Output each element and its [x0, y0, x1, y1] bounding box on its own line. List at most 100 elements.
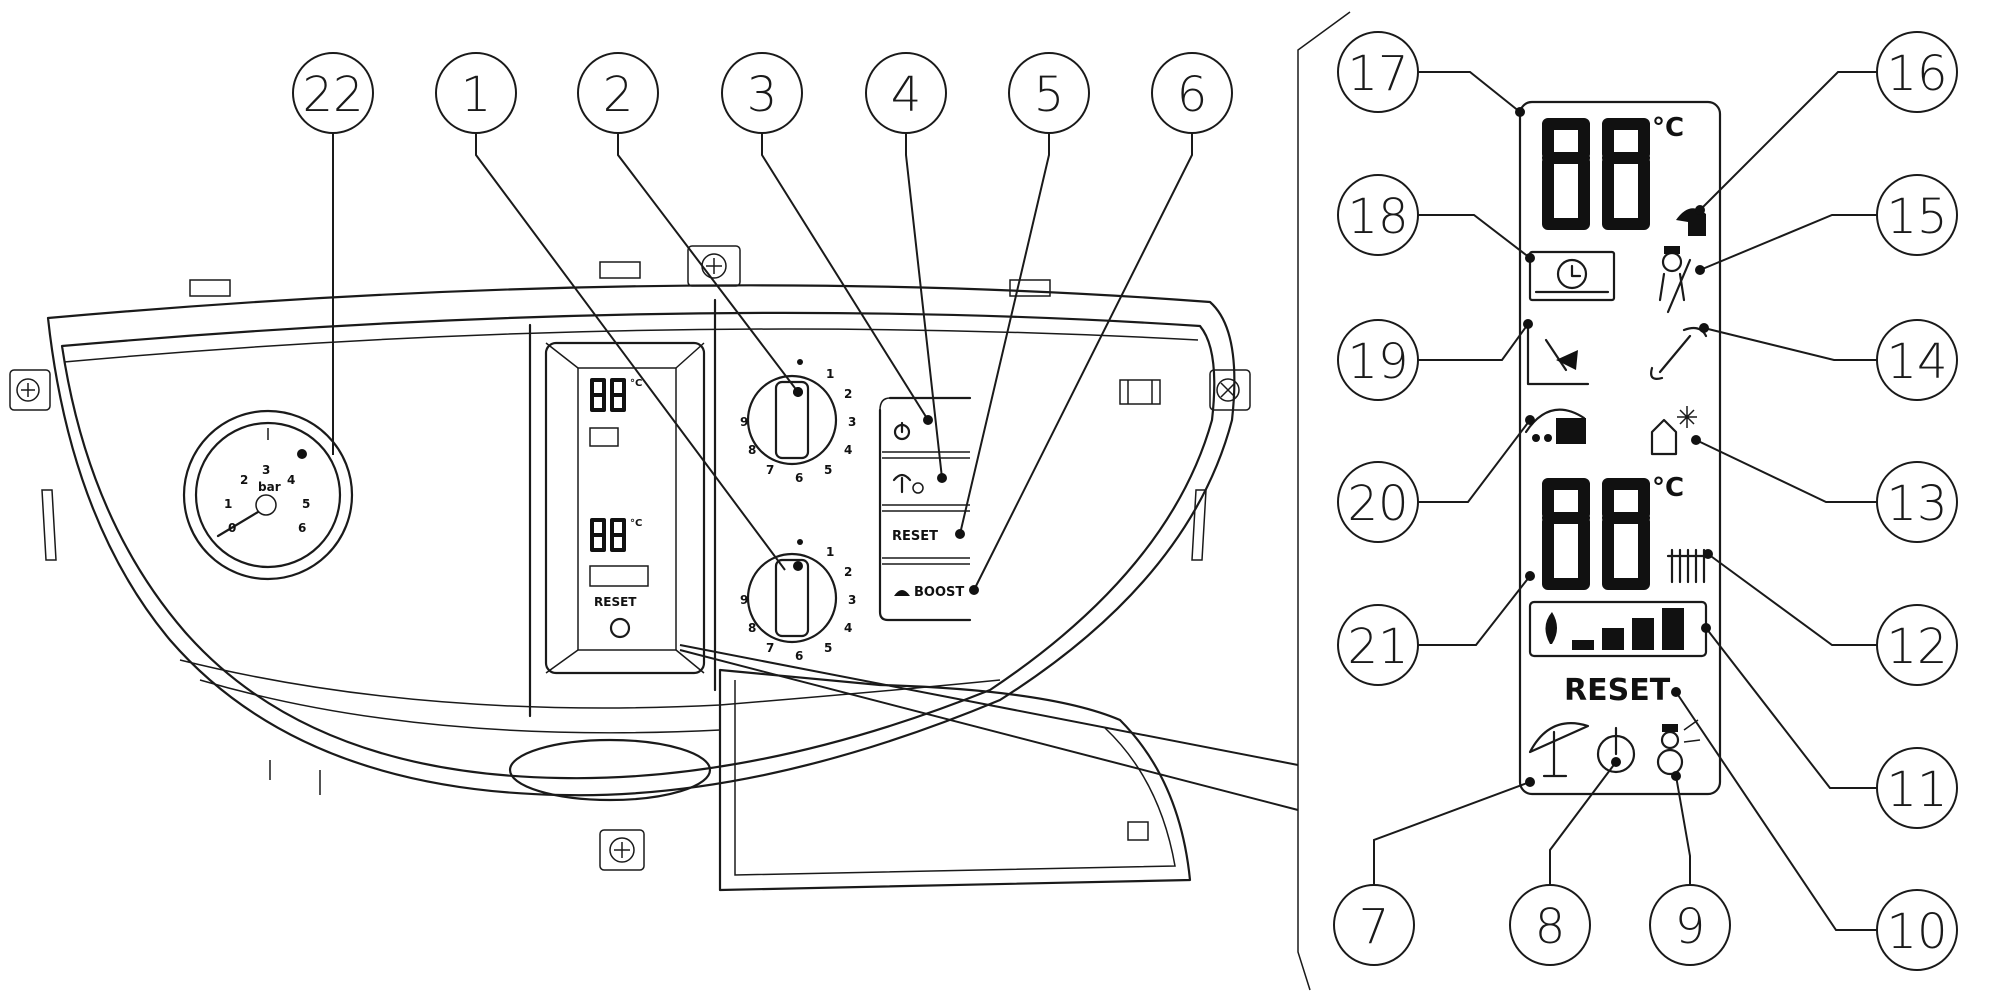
knob1-tick-3: 3 — [848, 415, 856, 429]
reset-button[interactable]: RESET — [892, 529, 938, 544]
mini-reset-text: RESET — [594, 595, 637, 609]
boost-button[interactable]: BOOST — [894, 585, 964, 600]
callout-13-label: 13 — [1886, 476, 1947, 532]
callout-14-label: 14 — [1886, 334, 1947, 390]
reset-button-label: RESET — [892, 529, 938, 544]
gauge-tick-1: 1 — [224, 497, 232, 511]
callout-13: 13 — [1876, 461, 1958, 543]
boiler-panel — [9, 245, 1251, 871]
knob1-tick-6: 6 — [795, 471, 803, 485]
winter-mode-icon — [1656, 719, 1701, 776]
access-flap — [508, 668, 1192, 892]
dhw-temperature-knob[interactable]: 1 2 3 4 5 6 7 8 9 — [740, 359, 856, 485]
dhw-tap-icon — [1676, 208, 1706, 236]
lcd-enlarged: °C — [1297, 11, 1722, 991]
callout-14: 14 — [1876, 319, 1958, 401]
standby-icon — [1596, 726, 1636, 774]
callout-19: 19 — [1337, 319, 1419, 401]
callout-2-label: 2 — [603, 67, 634, 123]
callout-1: 1 — [435, 52, 517, 134]
knob1-tick-9: 9 — [740, 415, 748, 429]
gauge-tick-0: 0 — [228, 521, 236, 535]
callout-10: 10 — [1876, 889, 1958, 971]
callout-20: 20 — [1337, 461, 1419, 543]
boost-button-label: BOOST — [914, 585, 964, 600]
callout-8-label: 8 — [1535, 899, 1566, 955]
knob2-tick-4: 4 — [844, 621, 852, 635]
summer-mode-icon — [1528, 722, 1590, 778]
knob1-tick-4: 4 — [844, 443, 852, 457]
top-temp-unit: °C — [1652, 113, 1684, 143]
callout-6: 6 — [1151, 52, 1233, 134]
gauge-tick-6: 6 — [298, 521, 306, 535]
callout-7: 7 — [1333, 884, 1415, 966]
pressure-gauge: 0 1 2 3 4 5 6 bar — [182, 409, 354, 581]
wrench-icon — [1650, 326, 1708, 380]
callout-11: 11 — [1876, 747, 1958, 829]
callout-12: 12 — [1876, 604, 1958, 686]
mode-button[interactable] — [892, 473, 924, 494]
panel-display-mini: °C °C RESET — [589, 378, 649, 639]
gauge-tick-4: 4 — [287, 473, 295, 487]
callout-17: 17 — [1337, 31, 1419, 113]
frost-protection-icon — [1650, 406, 1697, 456]
heating-temperature-knob[interactable]: 1 2 3 4 5 6 7 8 9 — [740, 539, 856, 663]
callout-16-label: 16 — [1886, 46, 1947, 102]
knob2-tick-3: 3 — [848, 593, 856, 607]
callout-5-label: 5 — [1034, 67, 1065, 123]
knob1-tick-5: 5 — [824, 463, 832, 477]
knob1-tick-8: 8 — [748, 443, 756, 457]
callout-18-label: 18 — [1347, 189, 1408, 245]
burner-modulation-bar — [1528, 600, 1708, 658]
power-button[interactable] — [893, 421, 911, 441]
knob2-tick-1: 1 — [826, 545, 834, 559]
callout-1-label: 1 — [461, 67, 492, 123]
dhw-storage-icon — [1524, 408, 1586, 444]
callout-16: 16 — [1876, 31, 1958, 113]
callout-3: 3 — [721, 52, 803, 134]
top-temperature-digits: °C — [1542, 113, 1684, 230]
callout-17-label: 17 — [1347, 46, 1408, 102]
callout-18: 18 — [1337, 174, 1419, 256]
knob2-tick-2: 2 — [844, 565, 852, 579]
knob1-tick-1: 1 — [826, 367, 834, 381]
callout-11-label: 11 — [1886, 762, 1947, 818]
knob2-tick-7: 7 — [766, 641, 774, 655]
gauge-tick-5: 5 — [302, 497, 310, 511]
callout-9-label: 9 — [1675, 899, 1706, 955]
callout-22: 22 — [292, 52, 374, 134]
callout-8: 8 — [1509, 884, 1591, 966]
callout-5: 5 — [1008, 52, 1090, 134]
mini-unit-top: °C — [630, 378, 642, 389]
knob2-tick-8: 8 — [748, 621, 756, 635]
callout-3-label: 3 — [747, 67, 778, 123]
callout-4-label: 4 — [891, 67, 922, 123]
heating-curve-icon — [1526, 322, 1590, 386]
radiator-icon — [1666, 548, 1710, 584]
button-column: RESET BOOST — [878, 396, 972, 622]
timer-icon — [1528, 250, 1616, 302]
callout-12-label: 12 — [1886, 619, 1947, 675]
callout-4: 4 — [865, 52, 947, 134]
bottom-temperature-digits: °C — [1542, 473, 1684, 590]
callout-9: 9 — [1649, 884, 1731, 966]
knob2-tick-5: 5 — [824, 641, 832, 655]
callout-10-label: 10 — [1886, 904, 1947, 960]
knob1-tick-7: 7 — [766, 463, 774, 477]
callout-2: 2 — [577, 52, 659, 134]
callout-15-label: 15 — [1886, 189, 1947, 245]
callout-7-label: 7 — [1359, 899, 1390, 955]
callout-22-label: 22 — [302, 67, 363, 123]
gauge-unit: bar — [258, 480, 281, 494]
callout-19-label: 19 — [1347, 334, 1408, 390]
knob1-tick-2: 2 — [844, 387, 852, 401]
callout-6-label: 6 — [1177, 67, 1208, 123]
bottom-temp-unit: °C — [1652, 473, 1684, 503]
knob2-tick-6: 6 — [795, 649, 803, 663]
gauge-tick-3: 3 — [262, 463, 270, 477]
gauge-tick-2: 2 — [240, 473, 248, 487]
lcd-reset-text: RESET — [1564, 673, 1671, 708]
callout-20-label: 20 — [1347, 476, 1408, 532]
knob2-tick-9: 9 — [740, 593, 748, 607]
